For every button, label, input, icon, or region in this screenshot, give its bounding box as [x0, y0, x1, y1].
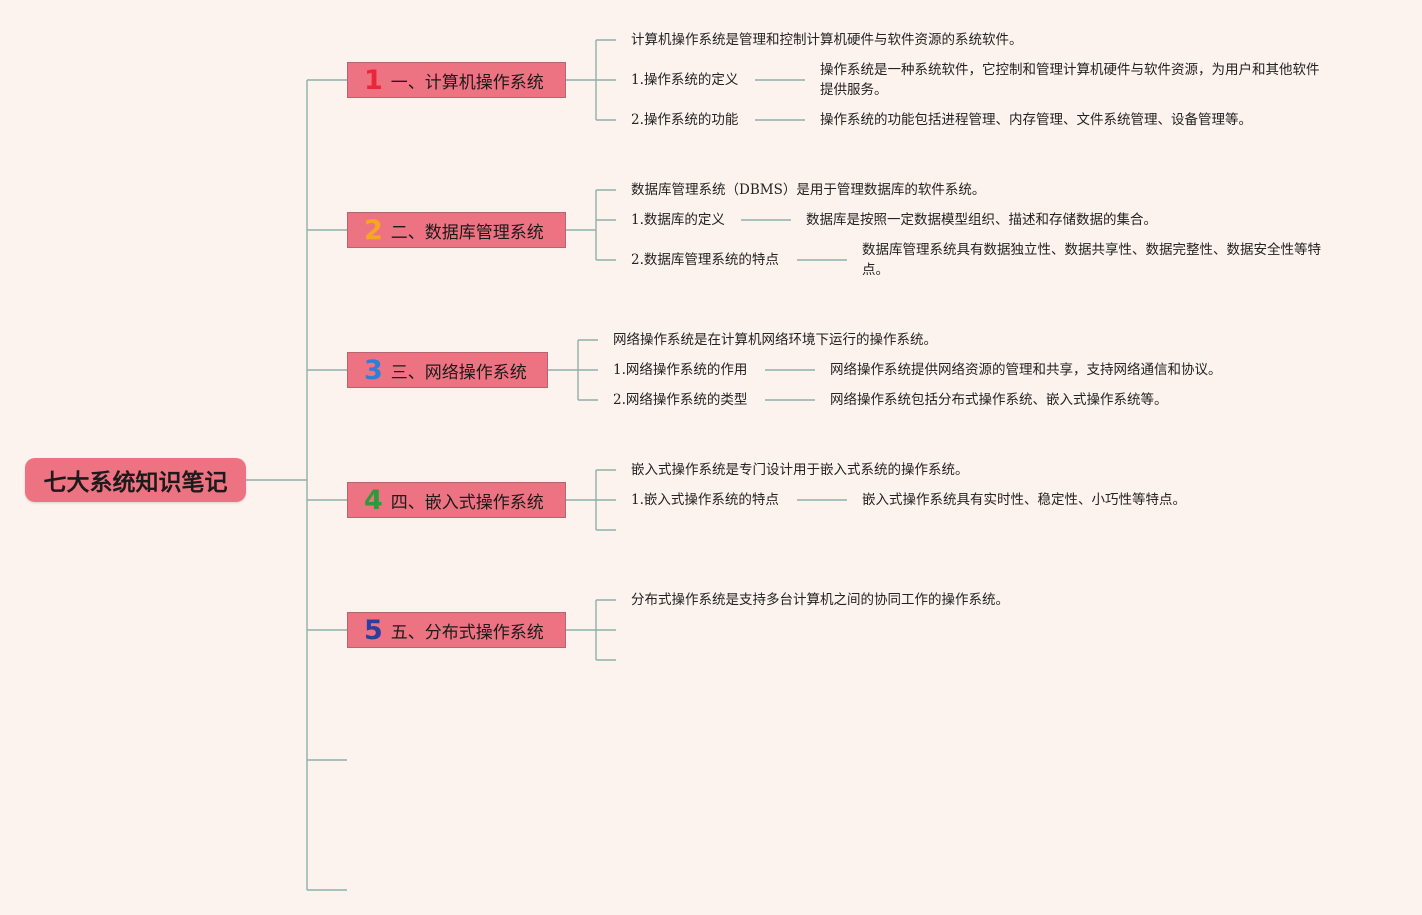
b1-sub1-text: 操作系统是一种系统软件，它控制和管理计算机硬件与软件资源，为用户和其他软件提供服… — [820, 62, 1320, 98]
b4-sub1-label: 1.嵌入式操作系统的特点 — [631, 492, 779, 508]
b1-intro: 计算机操作系统是管理和控制计算机硬件与软件资源的系统软件。 — [631, 32, 1023, 48]
b1-sub1-label: 1.操作系统的定义 — [631, 72, 739, 88]
b5-intro: 分布式操作系统是支持多台计算机之间的协同工作的操作系统。 — [631, 592, 1009, 608]
b4-intro: 嵌入式操作系统是专门设计用于嵌入式系统的操作系统。 — [631, 462, 969, 478]
branch-number-3: 3 — [364, 354, 383, 386]
b3-sub2-label: 2.网络操作系统的类型 — [613, 392, 748, 408]
b2-sub1-label: 1.数据库的定义 — [631, 212, 725, 228]
b1-sub2-label: 2.操作系统的功能 — [631, 112, 739, 128]
b3-intro: 网络操作系统是在计算机网络环境下运行的操作系统。 — [613, 332, 937, 348]
b3-sub1-label: 1.网络操作系统的作用 — [613, 362, 748, 378]
b4-sub1-text: 嵌入式操作系统具有实时性、稳定性、小巧性等特点。 — [862, 492, 1186, 508]
branch-node-5[interactable]: 5 五、分布式操作系统 — [347, 612, 566, 648]
branch-number-5: 5 — [364, 614, 383, 646]
b2-sub1-text: 数据库是按照一定数据模型组织、描述和存储数据的集合。 — [806, 212, 1157, 228]
branch-title-5: 五、分布式操作系统 — [390, 622, 544, 643]
b2-sub2-label: 2.数据库管理系统的特点 — [631, 252, 779, 268]
b2-intro: 数据库管理系统（DBMS）是用于管理数据库的软件系统。 — [631, 182, 986, 198]
branch-number-4: 4 — [364, 484, 383, 516]
branch-title-2: 二、数据库管理系统 — [390, 222, 544, 243]
root-title: 七大系统知识笔记 — [43, 470, 228, 496]
b1-sub2-text: 操作系统的功能包括进程管理、内存管理、文件系统管理、设备管理等。 — [820, 112, 1252, 128]
branch-title-3: 三、网络操作系统 — [390, 362, 527, 383]
branch-node-2[interactable]: 2 二、数据库管理系统 — [347, 212, 566, 248]
branch-node-1[interactable]: 1 一、计算机操作系统 — [347, 62, 566, 98]
branch-title-1: 一、计算机操作系统 — [390, 72, 544, 93]
branch-number-1: 1 — [364, 64, 383, 96]
branch-node-3[interactable]: 3 三、网络操作系统 — [347, 352, 548, 388]
root-node[interactable]: 七大系统知识笔记 — [25, 458, 246, 502]
branch-node-4[interactable]: 4 四、嵌入式操作系统 — [347, 482, 566, 518]
branch-number-2: 2 — [364, 214, 383, 246]
b3-sub1-text: 网络操作系统提供网络资源的管理和共享，支持网络通信和协议。 — [830, 362, 1222, 378]
branch-title-4: 四、嵌入式操作系统 — [390, 492, 544, 513]
b3-sub2-text: 网络操作系统包括分布式操作系统、嵌入式操作系统等。 — [830, 392, 1168, 408]
b2-sub2-text: 数据库管理系统具有数据独立性、数据共享性、数据完整性、数据安全性等特点。 — [862, 242, 1321, 278]
